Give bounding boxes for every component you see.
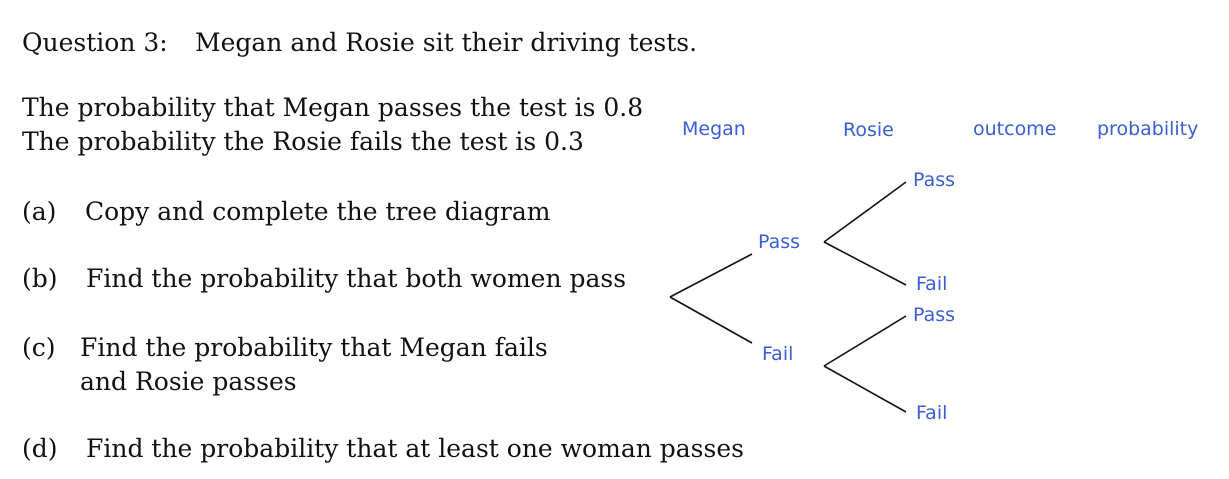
question-title: Megan and Rosie sit their driving tests. xyxy=(195,28,698,57)
part-c-text: Find the probability that Megan fails xyxy=(80,333,548,362)
part-a-label: (a) xyxy=(22,197,57,226)
part-a-text: Copy and complete the tree diagram xyxy=(85,197,551,226)
header-outcome: outcome xyxy=(973,118,1057,140)
header-rosie: Rosie xyxy=(843,119,894,141)
part-b-label: (b) xyxy=(22,264,58,293)
rosie-pass-after-pass-label: Pass xyxy=(913,169,956,191)
header-probability: probability xyxy=(1097,118,1199,140)
question-number: Question 3: xyxy=(22,28,168,57)
part-b-text: Find the probability that both women pas… xyxy=(86,264,627,293)
branch-rosie-pass-after-pass xyxy=(823,181,907,243)
header-megan: Megan xyxy=(682,118,746,140)
megan-pass-label: Pass xyxy=(758,231,801,253)
rosie-fail-after-fail-label: Fail xyxy=(916,402,948,424)
part-d-label: (d) xyxy=(22,434,58,463)
part-c-text-continued: and Rosie passes xyxy=(80,367,297,396)
branch-rosie-fail-after-fail xyxy=(823,365,907,413)
branch-rosie-fail-after-pass xyxy=(823,241,907,286)
branch-megan-pass xyxy=(669,253,753,298)
part-d-text: Find the probability that at least one w… xyxy=(86,434,744,463)
megan-fail-label: Fail xyxy=(762,343,794,365)
branch-megan-fail xyxy=(669,296,753,344)
part-c-label: (c) xyxy=(22,333,56,362)
branch-rosie-pass-after-fail xyxy=(823,315,907,367)
given-megan-pass: The probability that Megan passes the te… xyxy=(22,93,644,122)
given-rosie-fail: The probability the Rosie fails the test… xyxy=(22,127,584,156)
rosie-fail-after-pass-label: Fail xyxy=(916,273,948,295)
rosie-pass-after-fail-label: Pass xyxy=(913,304,956,326)
